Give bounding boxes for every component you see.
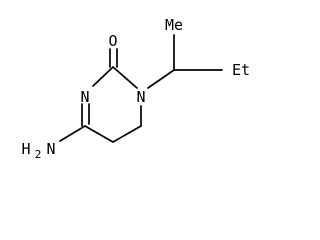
ring-nitrogen-1-label: N [136, 88, 145, 106]
methyl-label: Me [165, 16, 183, 34]
chemical-structure: O N N H 2 N Me Et [21, 16, 250, 161]
amine-n-label: N [46, 140, 55, 158]
bonds [59, 34, 223, 143]
bond-c2-n1 [112, 66, 138, 89]
bond-c2-n3 [92, 66, 114, 87]
amine-h-label: H [21, 140, 30, 158]
atom-labels: O N N H 2 N Me Et [21, 16, 250, 161]
bond-c5-c6 [112, 125, 142, 143]
ring-nitrogen-3-label: N [80, 88, 89, 106]
bond-c4-c5 [84, 125, 114, 143]
oxygen-label: O [108, 32, 117, 50]
bond-c4-nh2 [59, 125, 86, 142]
ethyl-label: Et [232, 61, 250, 79]
amine-subscript-label: 2 [35, 148, 42, 161]
bond-n1-ch [147, 69, 175, 89]
